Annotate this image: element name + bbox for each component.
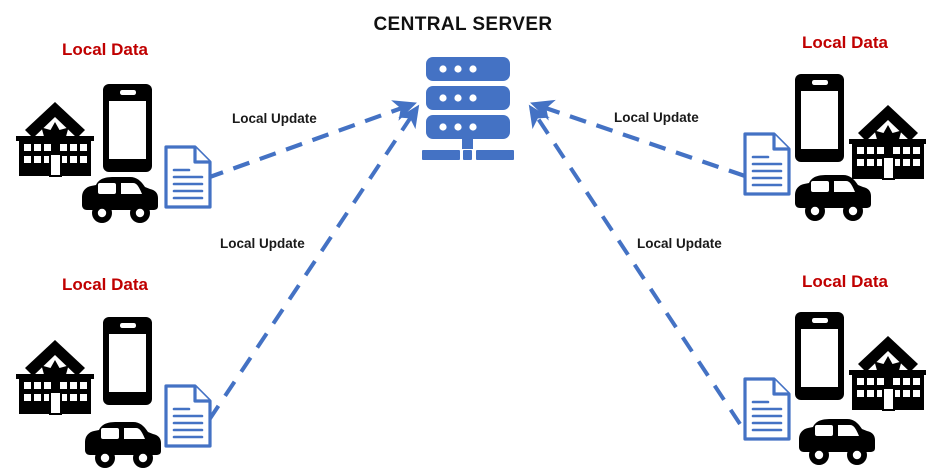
- central-server-node[interactable]: [418, 55, 518, 160]
- local-data-label-top-left: Local Data: [62, 40, 148, 59]
- local-data-label-bottom-left: Local Data: [62, 275, 148, 294]
- smartphone-icon: [103, 317, 152, 405]
- document-icon: [164, 384, 212, 448]
- hospital-icon: [849, 336, 926, 411]
- label-local-update-bottom-left: Local Update: [220, 236, 305, 251]
- arrow-bottom-left: [207, 104, 420, 422]
- local-data-node-top-right[interactable]: Local Data: [735, 33, 926, 221]
- local-data-node-bottom-right[interactable]: Local Data: [735, 272, 926, 467]
- page-title: CENTRAL SERVER: [373, 14, 553, 35]
- server-rack-icon: [422, 57, 514, 160]
- document-icon: [164, 145, 212, 209]
- local-data-node-top-left[interactable]: Local Data: [5, 40, 220, 223]
- document-icon: [743, 377, 791, 441]
- label-local-update-top-right: Local Update: [614, 110, 699, 125]
- car-icon: [795, 175, 871, 221]
- car-icon: [82, 177, 158, 223]
- document-icon: [743, 132, 791, 196]
- car-icon: [85, 422, 161, 468]
- smartphone-icon: [795, 312, 844, 400]
- local-data-node-bottom-left[interactable]: Local Data: [5, 275, 220, 468]
- arrow-top-left: [206, 100, 417, 180]
- hospital-icon: [16, 102, 94, 177]
- local-data-label-bottom-right: Local Data: [802, 272, 888, 291]
- label-local-update-top-left: Local Update: [232, 111, 317, 126]
- arrow-bottom-right: [528, 104, 742, 426]
- smartphone-icon: [103, 84, 152, 172]
- hospital-icon: [849, 105, 926, 180]
- hospital-icon: [16, 340, 94, 415]
- label-local-update-bottom-right: Local Update: [637, 236, 722, 251]
- local-data-label-top-right: Local Data: [802, 33, 888, 52]
- smartphone-icon: [795, 74, 844, 162]
- arrow-top-right: [530, 99, 746, 178]
- car-icon: [799, 419, 875, 465]
